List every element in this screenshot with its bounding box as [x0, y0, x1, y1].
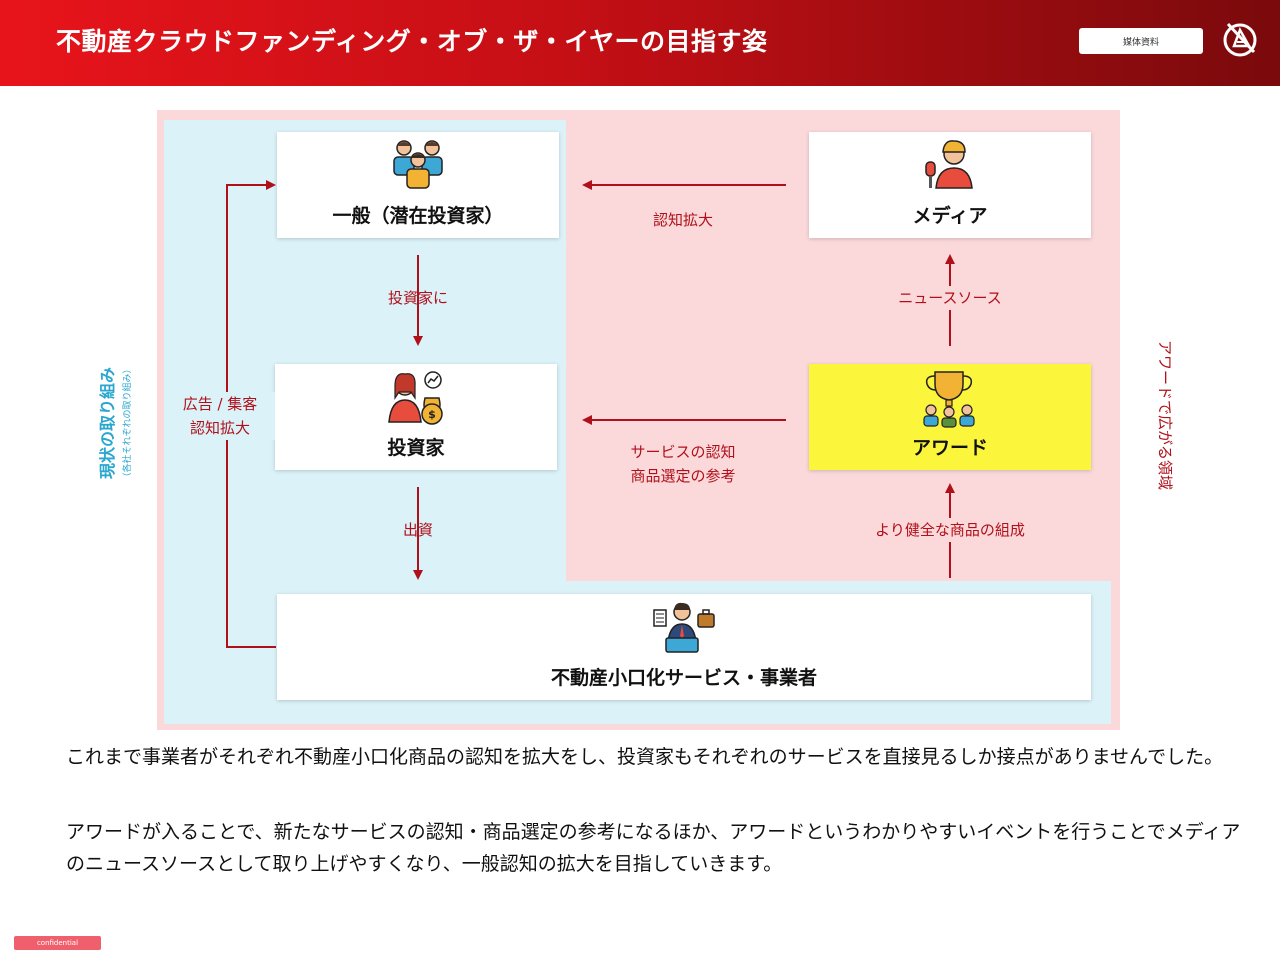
page-title: 不動産クラウドファンディング・オブ・ザ・イヤーの目指す姿: [56, 27, 768, 56]
general-public-label: 一般（潜在投資家）: [332, 205, 504, 227]
investor-label: 投資家: [387, 437, 445, 459]
edge-label-news-source: ニュースソース: [870, 286, 1030, 310]
reporter-microphone-icon: [925, 140, 973, 189]
current-efforts-sub-text: （各社それぞれの取り組み）: [121, 364, 133, 481]
trophy-winners-icon: [923, 371, 975, 428]
header-bar: 不動産クラウドファンディング・オブ・ザ・イヤーの目指す姿 媒体資料: [0, 0, 1280, 86]
general-public-node: 一般（潜在投資家）: [277, 132, 559, 238]
award-domain-label: アワードで広がる領域: [1156, 340, 1174, 490]
edge-label-award-line1: サービスの認知: [630, 443, 736, 461]
edge-label-invest: 出資: [402, 521, 433, 539]
edge-label-ads-line1: 広告 / 集客: [165, 392, 275, 416]
media-label: メディア: [912, 205, 988, 227]
description-paragraph-2: アワードが入ることで、新たなサービスの認知・商品選定の参考になるほか、アワードと…: [66, 821, 1241, 875]
businessman-laptop-icon: [653, 602, 715, 653]
media-node: メディア: [809, 132, 1091, 238]
svg-text:$: $: [428, 408, 436, 421]
edge-label-award-line2: 商品選定の参考: [630, 467, 736, 485]
award-label: アワード: [911, 437, 988, 459]
edge-label-media-awareness: 認知拡大: [652, 211, 713, 229]
people-group-icon: [393, 140, 443, 189]
award-node: アワード: [809, 364, 1091, 470]
current-efforts-label: 現状の取り組み （各社それぞれの取り組み）: [98, 364, 133, 481]
edge-label-healthy-products: より健全な商品の組成: [850, 518, 1050, 542]
investor-money-icon: $: [388, 371, 443, 425]
company-logo-icon: [1223, 22, 1257, 57]
operator-label: 不動産小口化サービス・事業者: [550, 667, 817, 689]
edge-label-to-investor: 投資家に: [387, 289, 448, 307]
confidential-badge: confidential: [14, 936, 101, 950]
current-efforts-region: [164, 120, 1111, 724]
edge-label-ads-line2: 認知拡大: [165, 416, 275, 440]
operator-node: 不動産小口化サービス・事業者: [277, 594, 1091, 700]
current-efforts-main-text: 現状の取り組み: [98, 367, 117, 479]
award-domain-text: アワードで広がる領域: [1156, 340, 1174, 490]
description-paragraph-1: これまで事業者がそれぞれ不動産小口化商品の認知を拡大をし、投資家もそれぞれのサー…: [66, 746, 1224, 768]
investor-node: $ 投資家: [275, 364, 557, 470]
media-kit-badge: 媒体資料: [1079, 28, 1203, 54]
